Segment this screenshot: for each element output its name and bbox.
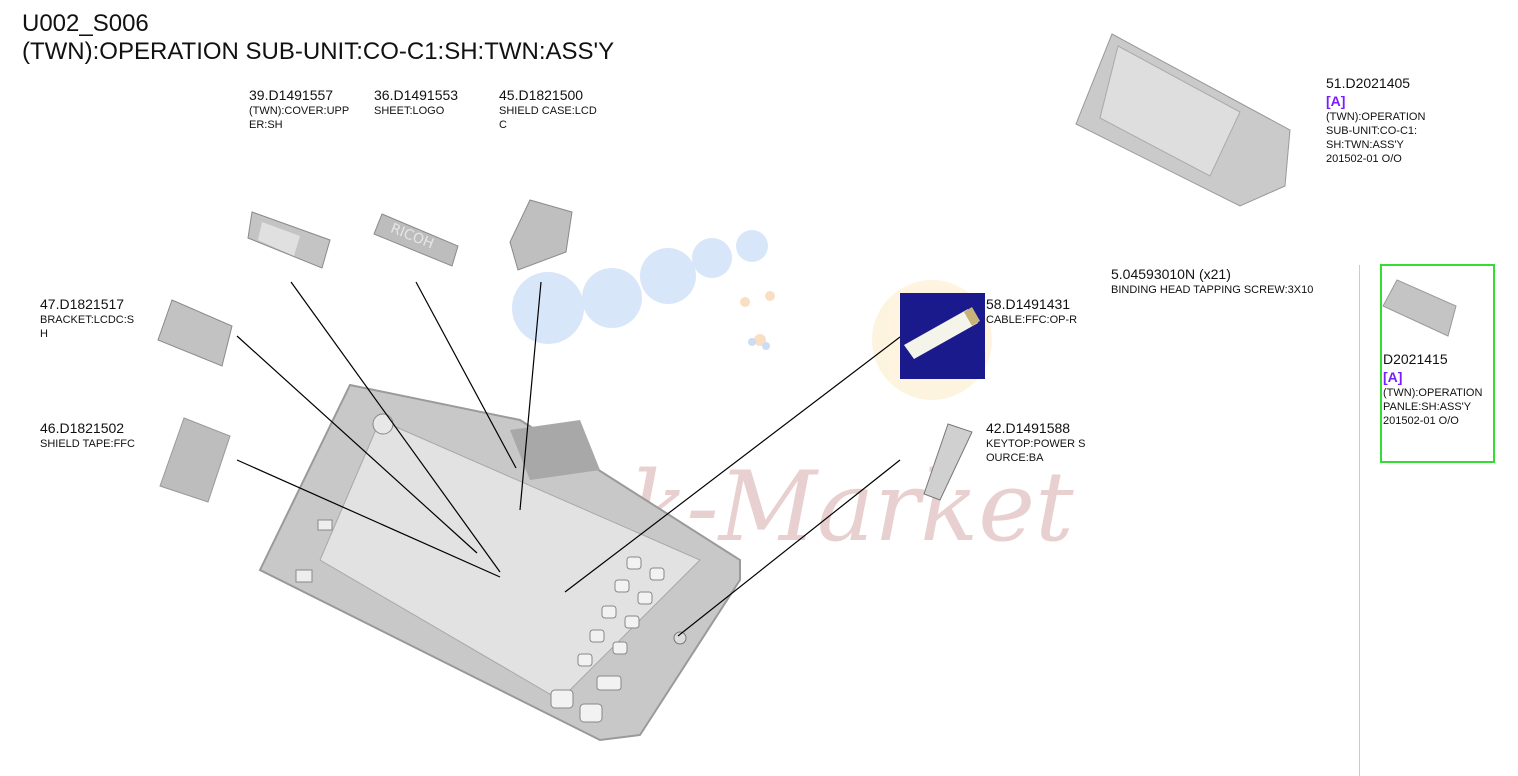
part-description: SHEET:LOGO bbox=[374, 105, 445, 117]
part-number: 46.D1821502 bbox=[40, 420, 125, 436]
diagram-title: U002_S006 (TWN):OPERATION SUB-UNIT:CO-C1… bbox=[22, 10, 614, 66]
selected-assembly-box[interactable] bbox=[1380, 264, 1495, 463]
assembly-badge: [A] bbox=[1383, 369, 1403, 385]
part-label-5[interactable]: 5.04593010N (x21) BINDING HEAD TAPPING S… bbox=[1111, 266, 1351, 297]
assembly-number: 51.D2021405 bbox=[1326, 75, 1411, 91]
assembly-d2021415-graphic bbox=[1382, 279, 1457, 337]
part-36-graphic: RICOH bbox=[373, 213, 459, 267]
part-label-42[interactable]: 42.D1491588 KEYTOP:POWER S OURCE:BA bbox=[986, 420, 1106, 465]
leader-lines bbox=[236, 281, 901, 637]
part-number: 45.D1821500 bbox=[499, 87, 584, 103]
part-description: SHIELD TAPE:FFC bbox=[40, 438, 135, 450]
part-number: 5.04593010N (x21) bbox=[1111, 266, 1231, 282]
part-description: SHIELD CASE:LCD C bbox=[499, 105, 597, 131]
part-label-47[interactable]: 47.D1821517 BRACKET:LCDC:S H bbox=[40, 296, 160, 341]
part-number: 42.D1491588 bbox=[986, 420, 1071, 436]
assembly-badge: [A] bbox=[1326, 93, 1346, 109]
part-number: 39.D1491557 bbox=[249, 87, 334, 103]
diagram-code: U002_S006 bbox=[22, 10, 149, 37]
assembly-description: (TWN):OPERATION PANLE:SH:ASS'Y 201502-01… bbox=[1383, 387, 1483, 427]
assembly-51-graphic bbox=[1075, 33, 1291, 207]
part-number: 58.D1491431 bbox=[986, 296, 1071, 312]
part-label-46[interactable]: 46.D1821502 SHIELD TAPE:FFC bbox=[40, 420, 170, 451]
part-description: BRACKET:LCDC:S H bbox=[40, 314, 135, 340]
part-42-graphic bbox=[923, 423, 973, 501]
operation-panel-frame bbox=[258, 383, 741, 742]
part-39-graphic bbox=[247, 211, 331, 269]
part-label-45[interactable]: 45.D1821500 SHIELD CASE:LCD C bbox=[499, 87, 619, 132]
ffc-cable-icon bbox=[904, 307, 980, 359]
part-label-39[interactable]: 39.D1491557 (TWN):COVER:UPP ER:SH bbox=[249, 87, 369, 132]
part-number: 47.D1821517 bbox=[40, 296, 125, 312]
part-47-graphic bbox=[157, 299, 233, 367]
part-description: CABLE:FFC:OP-R bbox=[986, 314, 1078, 326]
part-description: (TWN):COVER:UPP ER:SH bbox=[249, 105, 350, 131]
part-description: KEYTOP:POWER S OURCE:BA bbox=[986, 438, 1086, 464]
assembly-label-51[interactable]: 51.D2021405 [A] (TWN):OPERATION SUB-UNIT… bbox=[1326, 75, 1456, 166]
part-58-image bbox=[900, 293, 985, 379]
part-label-36[interactable]: 36.D1491553 SHEET:LOGO bbox=[374, 87, 494, 118]
part-46-graphic bbox=[159, 417, 231, 503]
part-45-graphic bbox=[509, 199, 573, 271]
part-number: 36.D1491553 bbox=[374, 87, 459, 103]
assembly-label-d2021415[interactable]: D2021415 [A] (TWN):OPERATION PANLE:SH:AS… bbox=[1383, 351, 1497, 428]
section-divider bbox=[1359, 265, 1360, 776]
diagram-heading: (TWN):OPERATION SUB-UNIT:CO-C1:SH:TWN:AS… bbox=[22, 38, 615, 65]
part-label-58[interactable]: 58.D1491431 CABLE:FFC:OP-R bbox=[986, 296, 1106, 327]
assembly-number: D2021415 bbox=[1383, 351, 1448, 367]
assembly-description: (TWN):OPERATION SUB-UNIT:CO-C1: SH:TWN:A… bbox=[1326, 111, 1426, 165]
part-description: BINDING HEAD TAPPING SCREW:3X10 bbox=[1111, 284, 1314, 296]
